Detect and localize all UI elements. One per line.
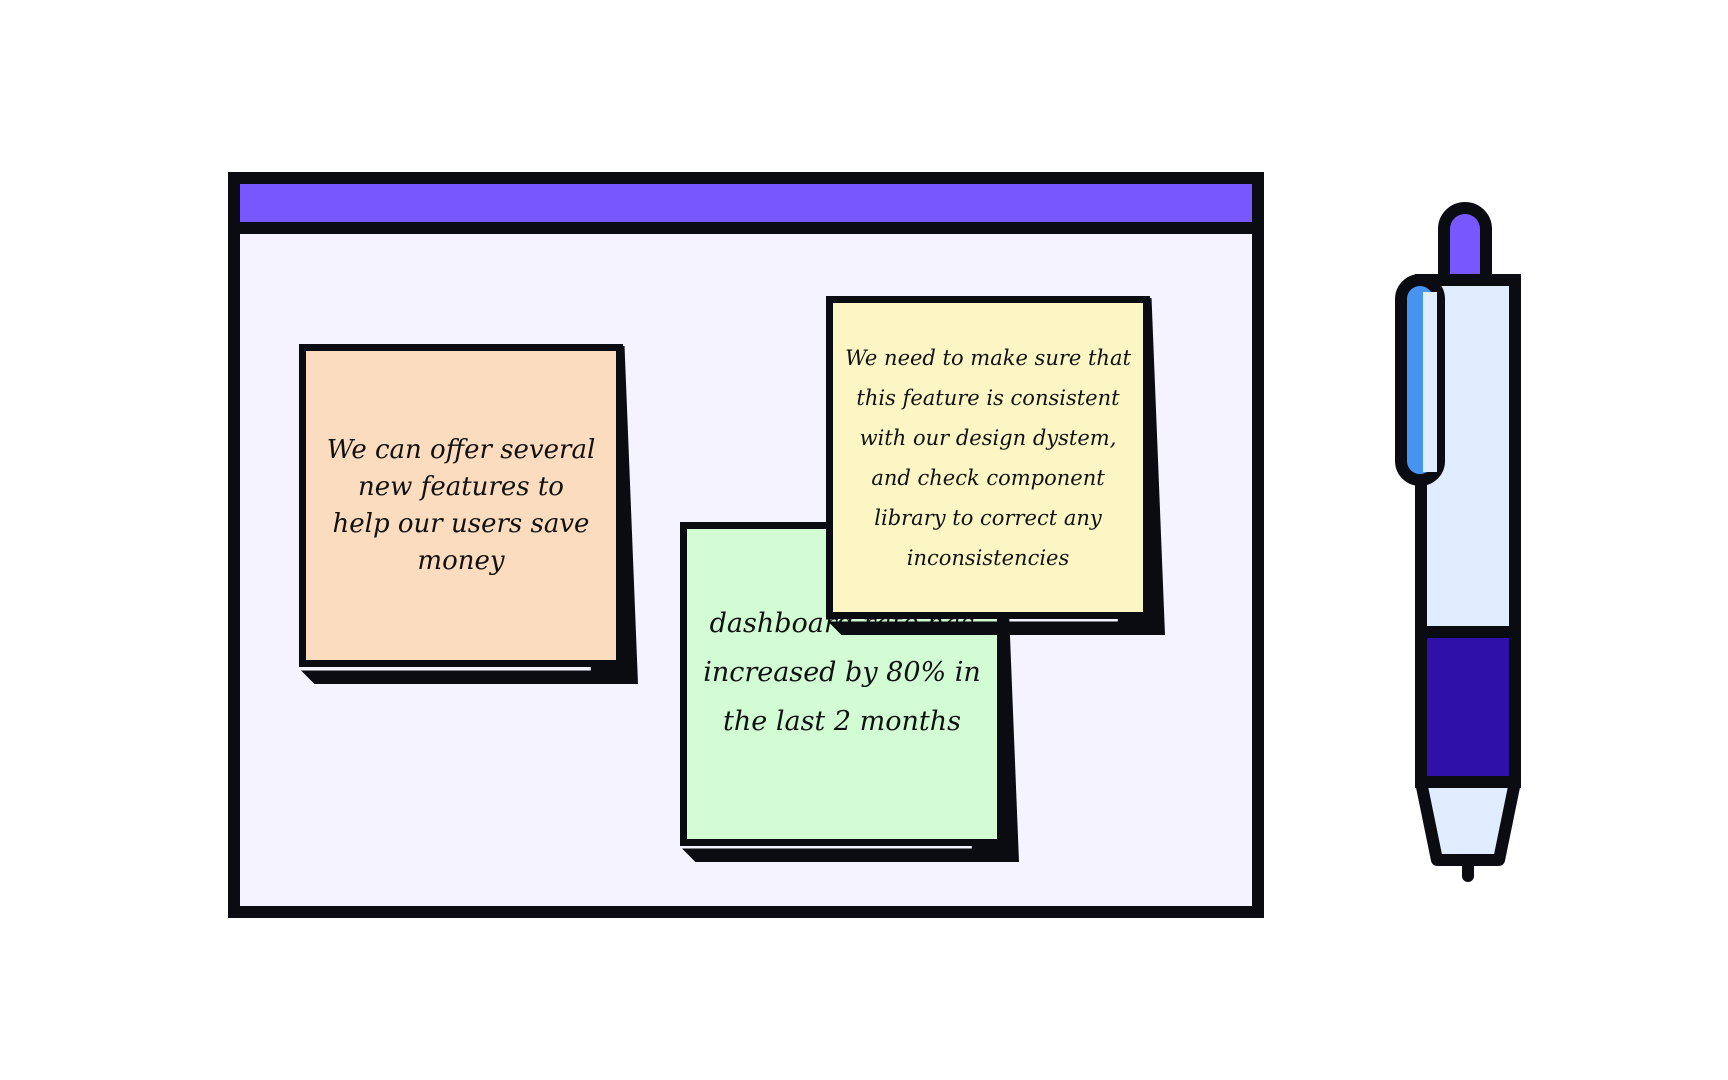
pen-clip-highlight bbox=[1423, 292, 1437, 472]
sticky-note-text: We need to make sure that this feature i… bbox=[845, 345, 1131, 570]
sticky-note-orange[interactable]: We can offer several new features to hel… bbox=[299, 344, 623, 667]
pen-icon bbox=[1395, 202, 1521, 882]
sticky-note-text: We can offer several new features to hel… bbox=[326, 434, 596, 576]
sticky-note-yellow[interactable]: We need to make sure that this feature i… bbox=[826, 296, 1150, 619]
pen-tip bbox=[1415, 776, 1521, 866]
board-titlebar bbox=[240, 184, 1252, 234]
pen-grip bbox=[1415, 626, 1521, 788]
